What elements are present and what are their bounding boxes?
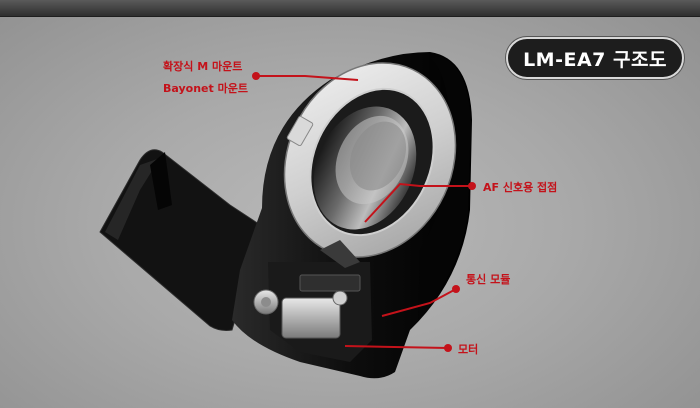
callout-lines (256, 75, 472, 349)
label-af-contacts: AF 신호용 접점 (483, 181, 558, 194)
mount-m-leader (256, 75, 359, 81)
title-badge: LM-EA7 구조도 (506, 37, 684, 79)
comm-module-board (299, 274, 361, 292)
af-contacts-leader (364, 182, 472, 223)
callout-dots (252, 72, 476, 352)
comm-module-leader (381, 288, 457, 317)
label-mount-m: 확장식 M 마운트 (163, 60, 243, 73)
motor-leader (344, 345, 449, 349)
ring-clip (286, 115, 314, 147)
label-motor: 모터 (458, 343, 479, 356)
label-comm-module: 통신 모듈 (466, 273, 511, 286)
top-bar (0, 0, 700, 17)
label-mount-bayonet: Bayonet 마운트 (163, 82, 248, 95)
motor-block (281, 297, 341, 339)
